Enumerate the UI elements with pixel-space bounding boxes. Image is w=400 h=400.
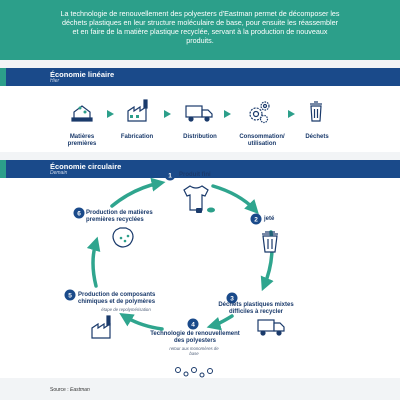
step-5-number: 5 — [68, 293, 72, 300]
intro-text: La technologie de renouvellement des pol… — [0, 0, 400, 60]
linear-arrow-2 — [164, 110, 171, 118]
linear-step-manufacturing: Fabrication — [120, 134, 154, 140]
step-2-badge — [250, 213, 262, 225]
trash-bin-icon — [262, 231, 278, 253]
banner-accent — [0, 160, 6, 178]
step-4-number: 4 — [191, 322, 195, 329]
step-5-note: étape de repolymérisation — [101, 307, 151, 312]
step-3-label: Déchets plastiques mixtes difficiles à r… — [218, 302, 294, 315]
pellet-sack-icon — [112, 227, 134, 248]
step-5-badge — [64, 289, 76, 301]
gears-icon — [249, 101, 270, 124]
linear-arrows — [107, 110, 295, 118]
step-6-number: 6 — [77, 211, 81, 218]
cycle-arrow-4-5 — [119, 313, 164, 331]
source-prefix: Source : — [50, 387, 71, 393]
cycle-arrow-6-1 — [110, 177, 166, 208]
t-shirt-icon — [183, 185, 215, 213]
raw-materials-icon — [71, 105, 93, 122]
linear-economy-banner: Économie linéaire Hier — [0, 68, 400, 86]
step-2-number: 2 — [254, 217, 258, 224]
step-4-label: Technologie de renouvellement des polyes… — [150, 331, 240, 344]
cycle-arrow-3-4 — [206, 314, 234, 331]
cycle-arrow-5-6 — [86, 236, 101, 288]
step-2-label: jeté — [264, 216, 275, 222]
cycle-arrow-1-2 — [211, 184, 259, 215]
linear-economy-subtitle: Hier — [50, 78, 60, 84]
linear-step-distribution: Distribution — [183, 134, 217, 140]
source-credit: Source : Eastman — [50, 387, 90, 393]
step-1-badge — [164, 169, 176, 181]
truck-icon — [185, 105, 213, 122]
linear-step-consumption: Consommation/ utilisation — [239, 134, 285, 147]
linear-economy-title: Économie linéaire — [50, 70, 115, 79]
source-name: Eastman — [70, 387, 90, 393]
circular-economy-subtitle: Demain — [50, 170, 68, 176]
banner-accent — [0, 68, 6, 86]
step-3-number: 3 — [230, 296, 234, 303]
step-5-label: Production de composants chimiques et de… — [78, 292, 156, 305]
linear-economy-panel — [0, 86, 400, 152]
factory-icon — [127, 99, 148, 122]
step-4-badge — [187, 318, 199, 330]
linear-arrow-1 — [107, 110, 114, 118]
circular-economy-banner: Économie circulaire Demain — [0, 160, 400, 178]
linear-arrow-3 — [224, 110, 231, 118]
linear-step-raw-materials: Matières premières — [67, 134, 97, 147]
circular-economy-title: Économie circulaire — [50, 162, 122, 171]
step-6-label: Production de matières premières recyclé… — [86, 210, 153, 223]
step-4-note: retour aux monomères de base — [169, 346, 219, 356]
linear-arrow-4 — [288, 110, 295, 118]
molecules-icon — [175, 367, 213, 378]
step-6-badge — [73, 207, 85, 219]
linear-step-waste: Déchets — [305, 134, 329, 140]
step-1-number: 1 — [168, 173, 172, 180]
chemical-factory-icon — [91, 315, 111, 339]
step-3-badge — [226, 292, 238, 304]
trash-icon — [310, 101, 322, 122]
step-1-label: Produit fini — [179, 172, 211, 178]
garbage-truck-icon — [257, 319, 285, 336]
